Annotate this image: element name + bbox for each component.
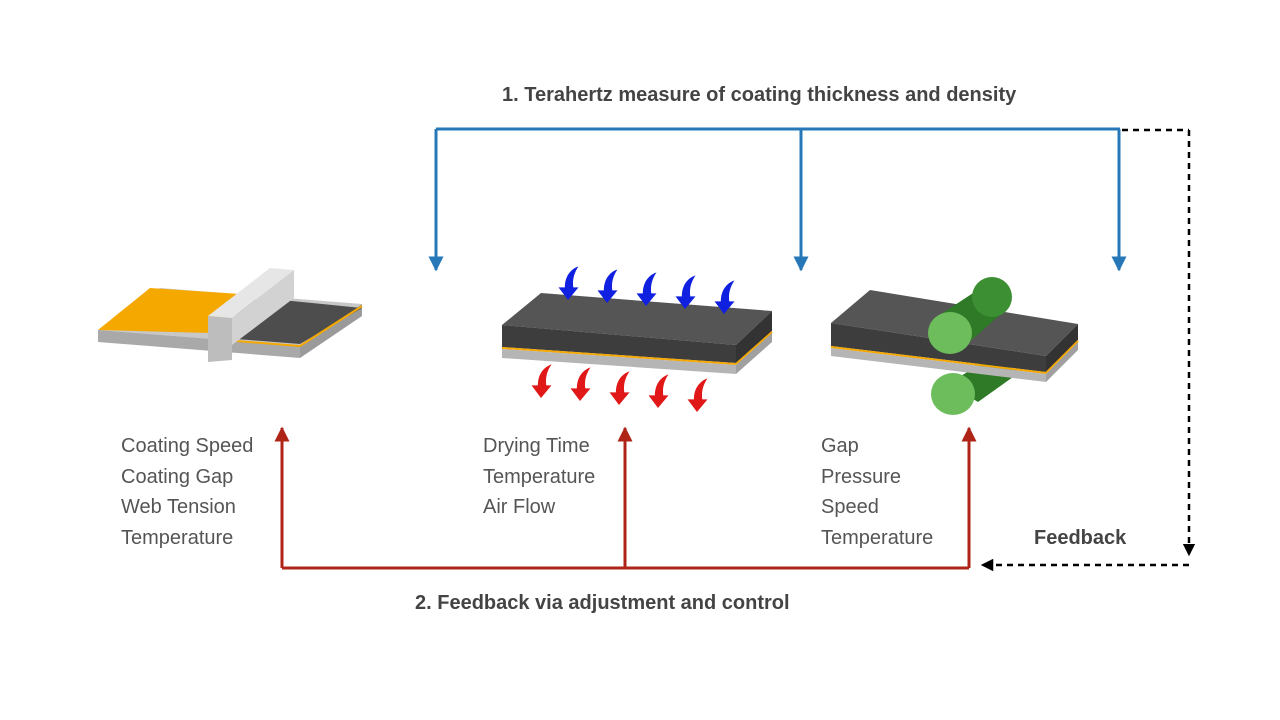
drying-param: Drying Time	[483, 435, 590, 457]
hot-air-arrow	[609, 371, 630, 405]
doctor-blade-side	[232, 270, 294, 345]
doctor-blade-top	[208, 268, 294, 318]
coating-slurry	[98, 288, 240, 333]
hot-air-arrow	[687, 378, 708, 412]
foil-layer	[502, 349, 736, 374]
hot-air-arrow	[531, 364, 552, 398]
hot-air-arrow	[570, 367, 591, 401]
hot-air-arrows	[531, 364, 708, 412]
electrode-side	[736, 311, 772, 363]
calendering-param: Gap	[821, 435, 859, 457]
bottom-roller-face	[931, 373, 975, 415]
coating-param: Web Tension	[121, 496, 236, 519]
control-title: 2. Feedback via adjustment and control	[415, 592, 790, 614]
measurement-lines	[428, 127, 1127, 272]
calendering-param: Speed	[821, 496, 879, 519]
hot-air-arrow	[648, 374, 669, 408]
doctor-blade-front	[208, 316, 232, 362]
measurement-title: 1. Terahertz measure of coating thicknes…	[502, 84, 1017, 106]
drying-param: Air Flow	[483, 496, 556, 519]
drying-parameters: Drying Time Temperature Air Flow	[483, 431, 595, 523]
calendering-parameters: Gap Pressure Speed Temperature	[821, 431, 933, 554]
control-lines	[274, 426, 977, 570]
foil-front	[98, 330, 300, 358]
coating-param: Temperature	[121, 527, 234, 550]
drying-param: Temperature	[483, 465, 596, 488]
coating-stage-illustration	[98, 268, 363, 362]
drying-stage-illustration	[501, 266, 773, 412]
top-roller-face	[928, 312, 972, 354]
feedback-loop	[980, 128, 1196, 572]
electrode-top	[502, 293, 772, 345]
calendering-param: Pressure	[821, 465, 902, 488]
calendering-stage-illustration	[830, 277, 1079, 415]
foil-layer	[831, 348, 1046, 382]
foil-side	[300, 304, 362, 358]
electrode-side	[1046, 324, 1078, 372]
electrode-front	[502, 325, 736, 363]
coating-parameters: Coating Speed Coating Gap Web Tension Te…	[121, 431, 253, 554]
feedback-label: Feedback	[1034, 527, 1127, 549]
coating-param: Coating Gap	[121, 465, 234, 488]
calendering-param: Temperature	[821, 527, 934, 550]
coating-param: Coating Speed	[121, 435, 254, 457]
